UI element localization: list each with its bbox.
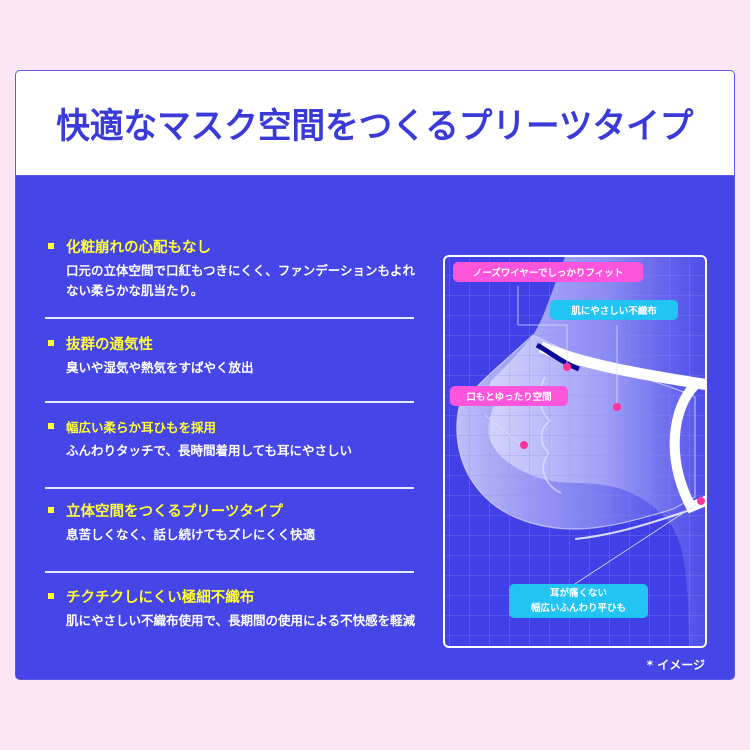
feature-description: 肌にやさしい不織布使用で、長期間の使用による不快感を軽減 bbox=[66, 613, 416, 628]
label-nose-wire: ノーズワイヤーでしっかりフィット bbox=[453, 262, 643, 282]
feature-description: 息苦しくなく、話し続けてもズレにくく快適 bbox=[66, 527, 316, 542]
feature-description: 臭いや湿気や熱気をすばやく放出 bbox=[66, 360, 254, 375]
bullet-icon bbox=[48, 340, 54, 346]
bullet-icon bbox=[48, 507, 54, 513]
feature-heading: チクチクしにくい極細不織布 bbox=[66, 589, 255, 606]
content-panel: 化粧崩れの心配もなし 口元の立体空間で口紅もつきにくく、ファンデーションもよれな… bbox=[16, 176, 734, 679]
page-title: 快適なマスク空間をつくるプリーツタイプ bbox=[56, 106, 694, 147]
divider bbox=[45, 317, 414, 319]
divider bbox=[45, 401, 414, 403]
label-mouth-space: 口もとゆったり空間 bbox=[450, 386, 568, 406]
mask-diagram: ノーズワイヤーでしっかりフィット 肌にやさしい不織布 口もとゆったり空間 耳が痛… bbox=[443, 255, 707, 648]
divider bbox=[45, 487, 414, 489]
feature-item: 立体空間をつくるプリーツタイプ 息苦しくなく、話し続けてもズレにくく快適 bbox=[45, 500, 415, 545]
feature-heading: 抜群の通気性 bbox=[66, 336, 153, 353]
image-note: * イメージ bbox=[646, 658, 705, 672]
feature-item: 幅広い柔らか耳ひもを採用 ふんわりタッチで、長時間着用しても耳にやさしい bbox=[45, 416, 415, 461]
feature-card: 快適なマスク空間をつくるプリーツタイプ 化粧崩れの心配もなし 口元の立体空間で口… bbox=[15, 70, 735, 680]
feature-item: 抜群の通気性 臭いや湿気や熱気をすばやく放出 bbox=[45, 333, 415, 378]
label-ear-loop: 耳が痛くない 幅広いふんわり平ひも bbox=[509, 584, 648, 618]
feature-heading: 幅広い柔らか耳ひもを採用 bbox=[66, 419, 217, 435]
header-banner: 快適なマスク空間をつくるプリーツタイプ bbox=[16, 71, 734, 176]
divider bbox=[45, 571, 414, 573]
feature-description: 口元の立体空間で口紅もつきにくく、ファンデーションもよれない柔らかな肌当たり。 bbox=[66, 263, 416, 298]
feature-item: 化粧崩れの心配もなし 口元の立体空間で口紅もつきにくく、ファンデーションもよれな… bbox=[45, 236, 415, 301]
label-ear-loop-line2: 幅広いふんわり平ひも bbox=[530, 603, 626, 614]
feature-description: ふんわりタッチで、長時間着用しても耳にやさしい bbox=[66, 443, 353, 458]
label-ear-loop-line1: 耳が痛くない bbox=[549, 588, 607, 599]
bullet-icon bbox=[48, 423, 54, 429]
label-gentle-fabric: 肌にやさしい不織布 bbox=[550, 300, 678, 320]
bullet-icon bbox=[48, 243, 54, 249]
bullet-icon bbox=[48, 593, 54, 599]
feature-item: チクチクしにくい極細不織布 肌にやさしい不織布使用で、長期間の使用による不快感を… bbox=[45, 586, 415, 631]
feature-heading: 化粧崩れの心配もなし bbox=[66, 239, 211, 256]
feature-heading: 立体空間をつくるプリーツタイプ bbox=[66, 503, 283, 520]
